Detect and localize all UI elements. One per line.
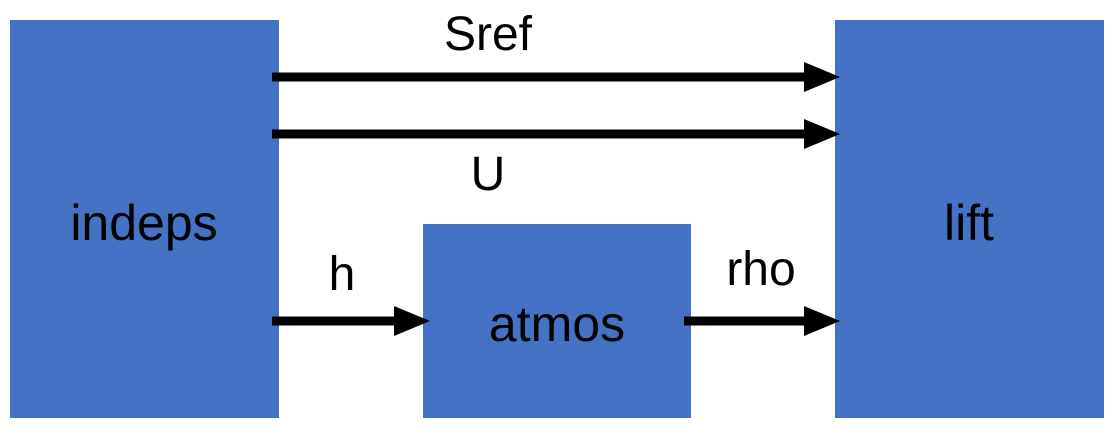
edge-u-label: U bbox=[471, 148, 506, 201]
edge-rho-arrowhead bbox=[804, 306, 840, 336]
edge-u-arrowhead bbox=[804, 119, 840, 149]
node-lift-box bbox=[835, 20, 1104, 418]
edge-h-arrowhead bbox=[394, 306, 430, 336]
node-atmos: atmos bbox=[423, 224, 691, 418]
node-lift-label: lift bbox=[944, 195, 994, 251]
node-lift: lift bbox=[835, 20, 1104, 418]
edge-h-label: h bbox=[329, 248, 356, 301]
node-atmos-label: atmos bbox=[489, 296, 625, 352]
edge-rho-label: rho bbox=[726, 243, 795, 296]
edge-h: h bbox=[272, 248, 430, 336]
edge-sref: Sref bbox=[272, 8, 840, 92]
node-atmos-box bbox=[423, 224, 691, 418]
edge-sref-arrowhead bbox=[804, 62, 840, 92]
edge-u: U bbox=[272, 119, 840, 201]
edge-rho: rho bbox=[684, 243, 840, 336]
edge-sref-label: Sref bbox=[444, 8, 533, 61]
node-indeps: indeps bbox=[10, 20, 279, 418]
node-indeps-box bbox=[10, 20, 279, 418]
node-indeps-label: indeps bbox=[70, 195, 217, 251]
